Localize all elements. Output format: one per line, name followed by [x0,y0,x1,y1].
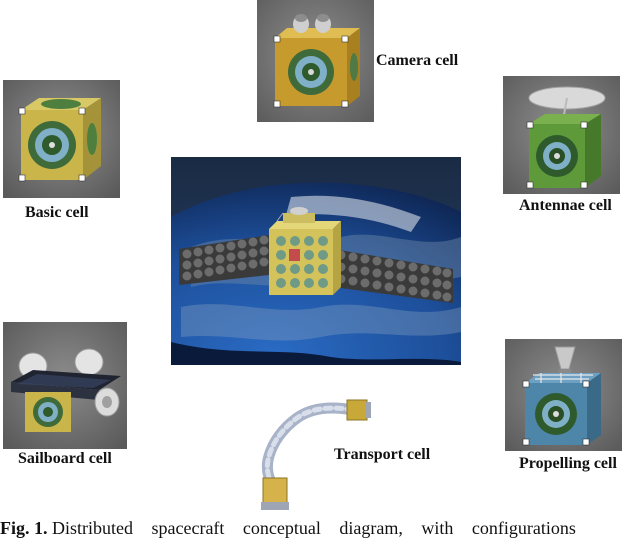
transport-cell-label: Transport cell [334,446,431,463]
figure-caption: Fig. 1. Distributed spacecraft conceptua… [0,518,640,539]
antennae-cell-image [503,76,620,194]
propelling-cell-image [505,339,622,451]
transport-cell-image [253,398,375,514]
basic-cell-image [3,80,120,198]
spacecraft-earth-image [171,157,461,365]
sailboard-cell-label: Sailboard cell [18,450,112,467]
antennae-cell-label: Antennae cell [519,197,612,214]
figure-number: Fig. 1. [0,518,48,538]
left-solar-panel [179,235,269,285]
basic-cell-label: Basic cell [25,204,89,221]
propelling-cell-label: Propelling cell [519,455,617,472]
figure-caption-text: Distributed spacecraft conceptual diagra… [52,518,576,538]
right-solar-panel [333,249,453,303]
spacecraft-body [269,207,341,295]
sailboard-cell-image [3,322,127,449]
camera-cell-label: Camera cell [376,52,459,69]
camera-cell-image [257,0,374,122]
